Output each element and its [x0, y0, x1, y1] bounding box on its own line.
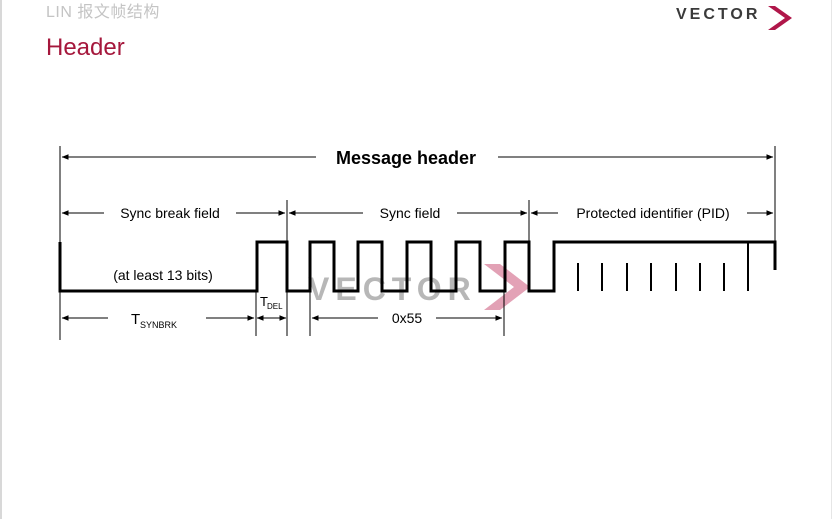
t-del-arrow: T DEL: [256, 294, 287, 321]
lin-signal-waveform: [58, 240, 777, 293]
t-del-subscript: DEL: [267, 302, 283, 311]
vector-logo: VECTOR: [676, 6, 794, 30]
message-header-arrow: Message header: [61, 148, 774, 168]
0x55-arrow: 0x55: [311, 310, 503, 326]
vector-logo-chevron-icon: [768, 6, 792, 30]
slide-title: Header: [46, 34, 125, 61]
t-del-label: T: [260, 294, 268, 309]
vector-watermark: VECTOR: [308, 264, 530, 310]
sync-field-label: Sync field: [380, 205, 441, 221]
pid-bit-ticks: [577, 242, 749, 291]
t-synbrk-subscript: SYNBRK: [140, 320, 177, 330]
sync-break-field-label: Sync break field: [120, 205, 220, 221]
slide-subtitle: LIN 报文帧结构: [46, 4, 160, 21]
message-header-label: Message header: [336, 148, 476, 168]
pid-field-label: Protected identifier (PID): [576, 205, 729, 221]
0x55-label: 0x55: [392, 310, 423, 326]
at-least-13-bits-label: (at least 13 bits): [113, 267, 213, 283]
pid-field-arrow: Protected identifier (PID): [530, 205, 774, 221]
slide-left-border: [0, 0, 2, 519]
t-synbrk-arrow: T SYNBRK: [61, 311, 255, 330]
vector-watermark-chevron-icon: [484, 264, 530, 310]
t-synbrk-label: T: [131, 311, 140, 328]
vector-logo-text: VECTOR: [676, 6, 761, 23]
sync-break-field-arrow: Sync break field: [61, 205, 286, 221]
sync-field-arrow: Sync field: [288, 205, 528, 221]
